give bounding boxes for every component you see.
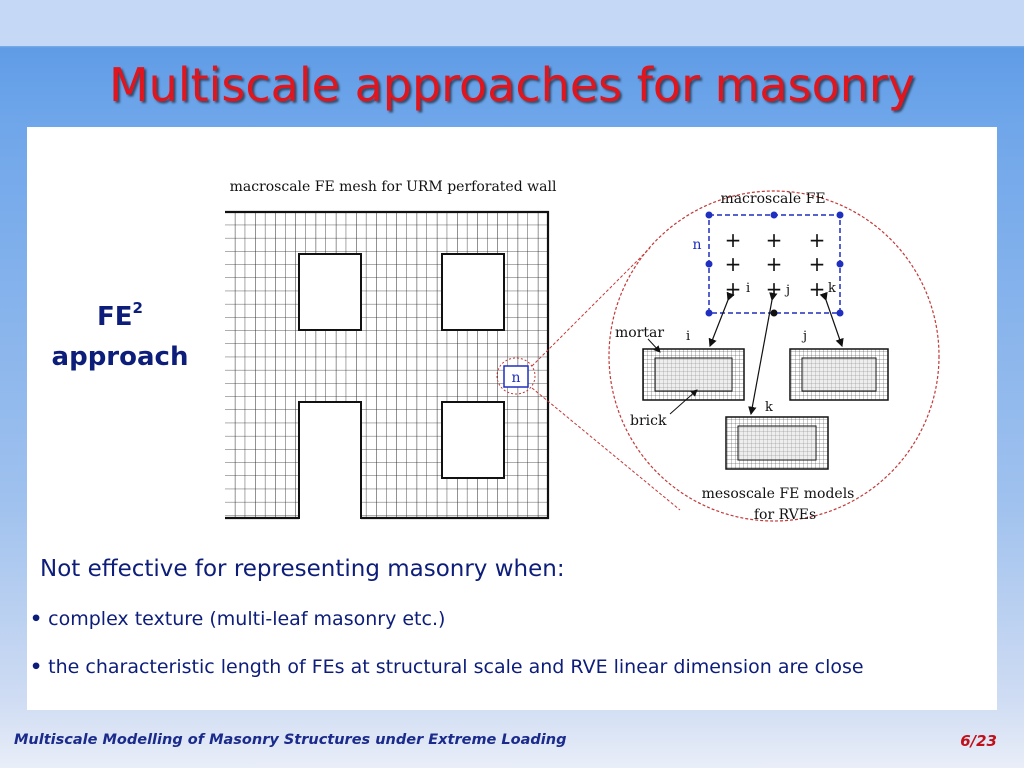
bullet-text: complex texture (multi-leaf masonry etc.… xyxy=(48,608,446,630)
meso-caption-2: for RVEs xyxy=(754,507,816,523)
svg-text:+: + xyxy=(766,228,783,252)
svg-text:+: + xyxy=(809,277,826,301)
rve-k: k xyxy=(725,400,829,470)
rve-i-label: i xyxy=(686,329,690,344)
bullet-item: •complex texture (multi-leaf masonry etc… xyxy=(30,608,445,630)
section-heading: Not effective for representing masonry w… xyxy=(40,556,565,582)
svg-text:+: + xyxy=(809,252,826,276)
page-number: 6/23 xyxy=(960,732,997,750)
slide-title: Multiscale approaches for masonry xyxy=(108,58,915,112)
fe2-diagram: macroscale FE mesh for URM perforated wa… xyxy=(225,179,940,523)
svg-text:+: + xyxy=(725,228,742,252)
bullet-text: the characteristic length of FEs at stru… xyxy=(48,656,864,678)
bullet-dot-icon: • xyxy=(30,608,43,630)
fe2-approach-label: FE2 approach xyxy=(40,288,200,377)
top-band xyxy=(0,0,1024,46)
mesh-caption: macroscale FE mesh for URM perforated wa… xyxy=(230,179,557,195)
macroscale-element: n + + + + + + + + + i j k xyxy=(692,211,844,317)
zoom-element-label: n xyxy=(692,237,701,253)
macroscale-mesh: n xyxy=(225,210,550,520)
svg-text:+: + xyxy=(766,277,783,301)
svg-text:+: + xyxy=(809,228,826,252)
fe2-line: FE2 xyxy=(97,299,143,332)
element-n-label: n xyxy=(511,370,520,386)
svg-text:+: + xyxy=(725,277,742,301)
meso-caption-1: mesoscale FE models xyxy=(702,486,855,502)
zoom-circle xyxy=(608,190,940,522)
gauss-point-j: j xyxy=(784,283,790,298)
gauss-point-i: i xyxy=(746,281,750,296)
rve-k-label: k xyxy=(765,400,773,415)
mortar-label: mortar xyxy=(615,325,664,341)
gauss-point-k: k xyxy=(828,281,836,296)
rve-j: j xyxy=(789,329,889,401)
rve-j-label: j xyxy=(801,329,807,344)
bullet-item: •the characteristic length of FEs at str… xyxy=(30,656,864,678)
approach-line: approach xyxy=(51,342,189,372)
svg-text:+: + xyxy=(725,252,742,276)
footer-title: Multiscale Modelling of Masonry Structur… xyxy=(14,732,567,748)
zoom-title: macroscale FE xyxy=(720,191,825,207)
svg-text:+: + xyxy=(766,252,783,276)
brick-label: brick xyxy=(630,413,667,429)
bullet-dot-icon: • xyxy=(30,656,43,678)
